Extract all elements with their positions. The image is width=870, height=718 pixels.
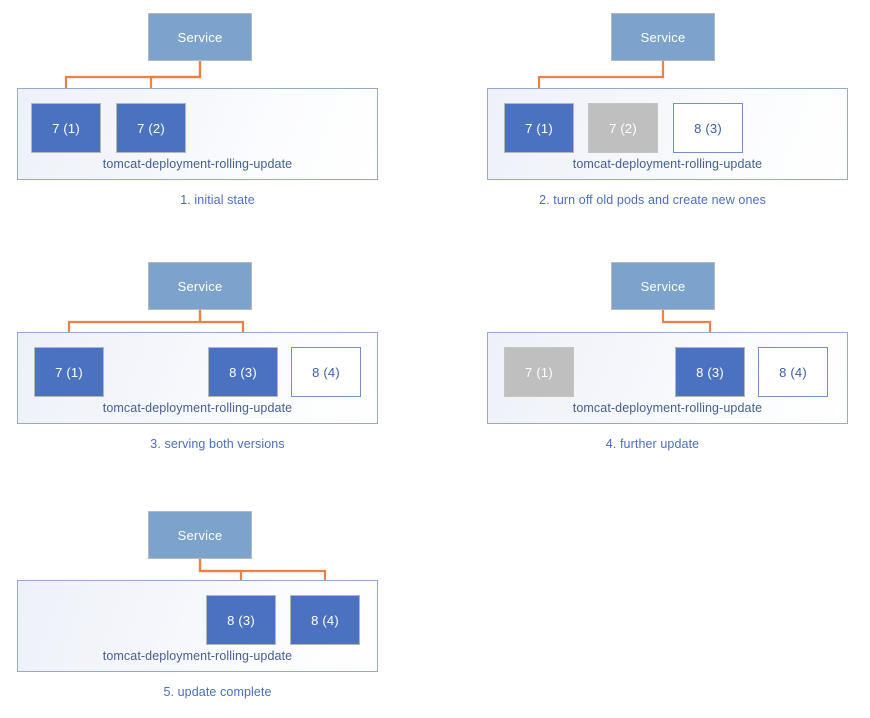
panel-caption: 4. further update: [605, 437, 700, 451]
pod-label: 8 (3): [696, 364, 724, 380]
service-box[interactable]: Service: [611, 13, 715, 61]
pod-label: 8 (4): [779, 364, 807, 380]
pod-label: 7 (2): [609, 120, 637, 136]
deployment-label: tomcat-deployment-rolling-update: [102, 157, 293, 171]
service-label: Service: [177, 527, 223, 543]
pod-box[interactable]: 7 (1): [31, 103, 101, 153]
pod-box[interactable]: 8 (4): [758, 347, 828, 397]
panel-caption: 3. serving both versions: [150, 437, 285, 451]
pod-box[interactable]: 8 (3): [208, 347, 278, 397]
service-label: Service: [640, 278, 686, 294]
pod-box[interactable]: 7 (1): [504, 347, 574, 397]
panel-further-update: Service tomcat-deployment-rolling-update…: [435, 250, 870, 460]
pod-box[interactable]: 8 (3): [206, 595, 276, 645]
pod-label: 7 (1): [525, 364, 553, 380]
pod-box[interactable]: 8 (4): [290, 595, 360, 645]
panel-caption: 2. turn off old pods and create new ones: [539, 193, 766, 207]
pod-label: 8 (4): [312, 364, 340, 380]
service-label: Service: [640, 29, 686, 45]
pod-box[interactable]: 7 (2): [116, 103, 186, 153]
pod-box[interactable]: 8 (4): [291, 347, 361, 397]
panel-turn-off-old-pods: Service tomcat-deployment-rolling-update…: [435, 0, 870, 230]
service-box[interactable]: Service: [148, 13, 252, 61]
panel-initial-state: Service tomcat-deployment-rolling-update…: [0, 0, 435, 230]
pod-box[interactable]: 8 (3): [673, 103, 743, 153]
panel-caption: 1. initial state: [180, 193, 255, 207]
deployment-label: tomcat-deployment-rolling-update: [572, 401, 763, 415]
pod-label: 7 (1): [525, 120, 553, 136]
pod-label: 7 (1): [55, 364, 83, 380]
panel-update-complete: Service tomcat-deployment-rolling-update…: [0, 490, 435, 718]
panel-caption: 5. update complete: [163, 685, 272, 699]
service-label: Service: [177, 29, 223, 45]
deployment-label: tomcat-deployment-rolling-update: [102, 401, 293, 415]
pod-label: 8 (3): [229, 364, 257, 380]
service-box[interactable]: Service: [148, 511, 252, 559]
service-box[interactable]: Service: [148, 262, 252, 310]
pod-label: 7 (2): [137, 120, 165, 136]
pod-label: 8 (4): [311, 612, 339, 628]
pod-label: 8 (3): [227, 612, 255, 628]
pod-box[interactable]: 7 (1): [504, 103, 574, 153]
deployment-label: tomcat-deployment-rolling-update: [102, 649, 293, 663]
service-label: Service: [177, 278, 223, 294]
deployment-label: tomcat-deployment-rolling-update: [572, 157, 763, 171]
pod-label: 8 (3): [694, 120, 722, 136]
pod-label: 7 (1): [52, 120, 80, 136]
panel-serving-both-versions: Service tomcat-deployment-rolling-update…: [0, 250, 435, 460]
pod-box[interactable]: 7 (1): [34, 347, 104, 397]
pod-box[interactable]: 7 (2): [588, 103, 658, 153]
service-box[interactable]: Service: [611, 262, 715, 310]
pod-box[interactable]: 8 (3): [675, 347, 745, 397]
